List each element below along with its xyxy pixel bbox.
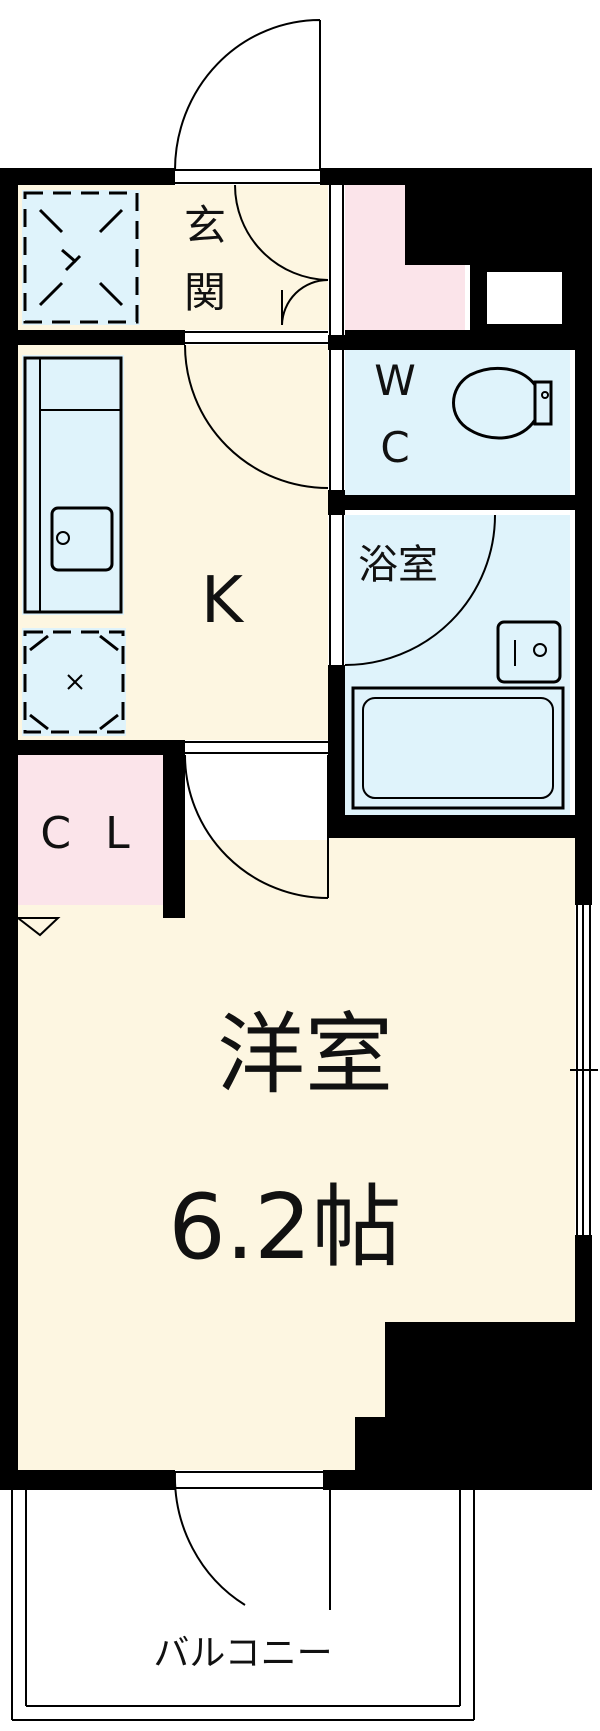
bath-fixtures: [351, 620, 565, 810]
balcony: [11, 1490, 475, 1721]
entrance-label-1: 玄: [184, 201, 226, 250]
frames: [175, 169, 598, 1489]
kitchen-label: K: [201, 564, 245, 638]
closet-shelf: [15, 917, 61, 937]
closet-floor: [18, 755, 163, 905]
entrance-storage-area: [22, 190, 140, 325]
openings: [18, 168, 592, 1490]
toilet: [452, 366, 553, 440]
western-room-label: 洋室: [217, 1003, 393, 1106]
sink: [50, 506, 114, 572]
balcony-label: バルコニー: [153, 1633, 332, 1674]
kitchen-fixtures: [23, 356, 125, 734]
western-room-size: 6.2帖: [168, 1175, 401, 1280]
entrance-label-2: 関: [184, 268, 226, 317]
bath-floor: [345, 515, 570, 815]
bath-label: 浴室: [358, 542, 438, 588]
kitchen-counter: [22, 355, 124, 615]
door-swings: [173, 19, 496, 1610]
entrance-storage: [23, 191, 139, 324]
closet-label: C L: [40, 808, 139, 859]
wc-label-2: C: [380, 423, 409, 472]
shoe-cabinet-box: [487, 272, 562, 324]
bathtub: [351, 686, 565, 810]
western-room-floor: [18, 755, 575, 1470]
wc-label-1: W: [374, 356, 416, 405]
